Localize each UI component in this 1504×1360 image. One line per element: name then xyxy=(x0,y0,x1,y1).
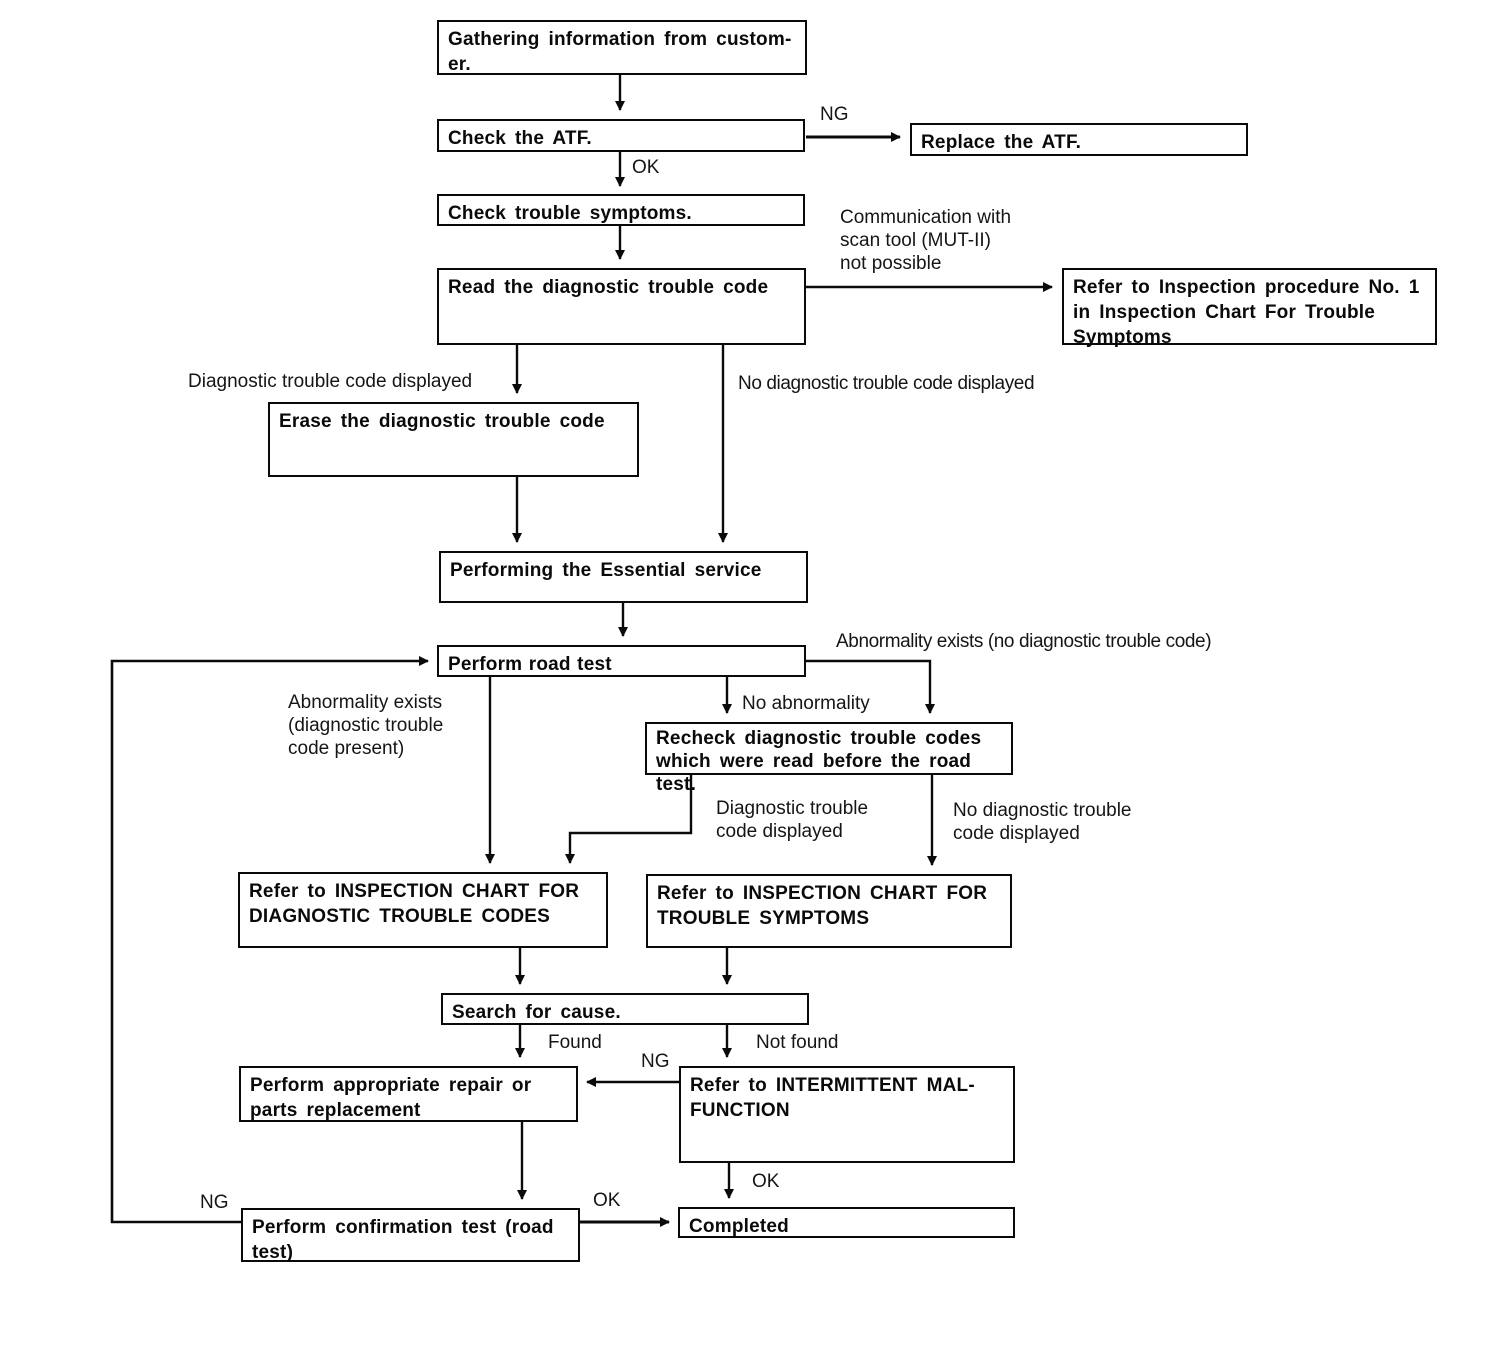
flow-box-label: Refer to Inspection procedure No. 1 in I… xyxy=(1073,277,1420,348)
flow-box-label: Perform road test xyxy=(448,654,612,675)
edge-label-communication-not-possible: Communication with scan tool (MUT-II) no… xyxy=(840,207,1012,274)
flow-box-label: Refer to INSPECTION CHART FOR DIAGNOSTIC… xyxy=(249,881,580,927)
flow-box-label: Check the ATF. xyxy=(448,128,592,149)
flow-box-label: Perform appropriate repair or parts repl… xyxy=(250,1075,532,1121)
connector-ng-feedback-to-roadtest xyxy=(110,656,429,1224)
flow-box-refer-intermittent-malfunction: Refer to INTERMITTENT MAL- FUNCTION xyxy=(679,1066,1015,1163)
flow-box-label: Replace the ATF. xyxy=(921,132,1082,153)
flow-box-replace-atf: Replace the ATF. xyxy=(910,123,1248,156)
flow-box-search-for-cause: Search for cause. xyxy=(441,993,809,1025)
edge-label-ng-confirmation: NG xyxy=(200,1192,229,1213)
flow-box-refer-inspection-chart-symptoms: Refer to INSPECTION CHART FOR TROUBLE SY… xyxy=(646,874,1012,948)
edge-label-ok-atf: OK xyxy=(632,157,660,178)
flow-box-label: Erase the diagnostic trouble code xyxy=(279,411,605,432)
flow-box-perform-road-test: Perform road test xyxy=(437,645,806,677)
flow-box-refer-inspection-chart-dtc: Refer to INSPECTION CHART FOR DIAGNOSTIC… xyxy=(238,872,608,948)
connector-roadtest-abnormality-to-recheck xyxy=(806,659,935,714)
edge-label-ng-atf: NG xyxy=(820,104,849,125)
flow-box-label: Recheck diagnostic trouble codes which w… xyxy=(656,728,982,795)
edge-label-not-found: Not found xyxy=(756,1032,839,1053)
edge-label-found: Found xyxy=(548,1032,602,1053)
edge-label-ok-confirmation: OK xyxy=(593,1190,621,1211)
flow-box-erase-diagnostic-trouble-code: Erase the diagnostic trouble code xyxy=(268,402,639,477)
flow-box-recheck-diagnostic-trouble-codes: Recheck diagnostic trouble codes which w… xyxy=(645,722,1013,795)
flow-box-perform-repair: Perform appropriate repair or parts repl… xyxy=(239,1066,578,1122)
flow-box-label: Completed xyxy=(689,1216,789,1237)
flow-box-label: Refer to INSPECTION CHART FOR TROUBLE SY… xyxy=(657,883,988,929)
edge-label-dtc-displayed: Diagnostic trouble code displayed xyxy=(188,371,473,392)
flow-box-performing-essential-service: Performing the Essential service xyxy=(439,551,808,603)
edge-label-no-dtc-displayed-2: No diagnostic trouble code displayed xyxy=(953,800,1132,844)
flow-box-gathering-information: Gathering information from custom- er. xyxy=(437,20,807,75)
flow-box-label: Read the diagnostic trouble code xyxy=(448,277,769,298)
flow-box-completed: Completed xyxy=(678,1207,1015,1238)
edge-label-ok-intermittent: OK xyxy=(752,1171,780,1192)
edge-label-abnormality-dtc-present: Abnormality exists (diagnostic trouble c… xyxy=(288,692,444,759)
flow-box-label: Check trouble symptoms. xyxy=(448,203,692,224)
edge-label-abnormality-no-dtc: Abnormality exists (no diagnostic troubl… xyxy=(836,631,1212,652)
flow-box-check-atf: Check the ATF. xyxy=(437,119,805,152)
edge-label-dtc-displayed-2: Diagnostic trouble code displayed xyxy=(716,798,869,842)
edge-label-no-abnormality: No abnormality xyxy=(742,693,870,714)
flow-box-label: Perform confirmation test (road test) xyxy=(252,1217,554,1263)
edge-label-ng-intermittent: NG xyxy=(641,1051,670,1072)
flow-box-refer-inspection-procedure-1: Refer to Inspection procedure No. 1 in I… xyxy=(1062,268,1437,348)
edge-label-no-dtc-displayed: No diagnostic trouble code displayed xyxy=(738,373,1035,394)
flow-box-read-diagnostic-trouble-code: Read the diagnostic trouble code xyxy=(437,268,806,345)
flow-box-perform-confirmation-test: Perform confirmation test (road test) xyxy=(241,1208,580,1263)
flow-box-check-trouble-symptoms: Check trouble symptoms. xyxy=(437,194,805,226)
flow-box-label: Performing the Essential service xyxy=(450,560,762,581)
flow-box-label: Refer to INTERMITTENT MAL- FUNCTION xyxy=(690,1075,975,1121)
flow-box-label: Search for cause. xyxy=(452,1002,621,1023)
connector-recheck-to-dtcchart xyxy=(565,775,693,864)
flow-box-label: Gathering information from custom- er. xyxy=(448,29,792,75)
